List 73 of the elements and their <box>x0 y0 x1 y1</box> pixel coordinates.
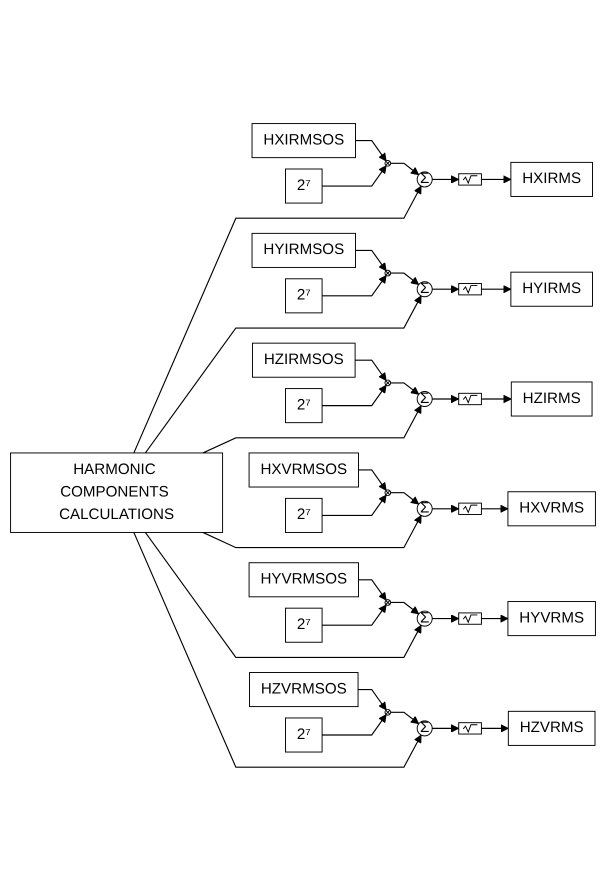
arrow <box>432 614 459 622</box>
register-box: HZVRMS <box>507 710 595 746</box>
summing-circle: Σ <box>416 280 432 297</box>
arrow <box>202 514 421 548</box>
register-box: HYIRMSOS <box>251 232 356 268</box>
register-box: HXVRMSOS <box>248 452 358 488</box>
arrow <box>480 504 508 513</box>
arrow <box>390 711 419 724</box>
arrow <box>390 272 419 285</box>
register-box: HXIRMSOS <box>251 122 356 158</box>
arrow <box>390 162 419 175</box>
multiplier-circle <box>384 160 391 166</box>
register-box: HYVRMS <box>506 600 596 636</box>
register-box: HZIRMS <box>510 381 592 416</box>
register-box: 2⁷ <box>284 607 322 642</box>
register-box: HZIRMSOS <box>251 342 356 378</box>
arrow <box>354 359 386 381</box>
arrow <box>432 174 459 184</box>
arrow <box>358 469 386 490</box>
summing-circle: Σ <box>416 390 432 407</box>
arrow <box>390 602 419 614</box>
square-root-block <box>458 612 482 624</box>
arrow <box>480 724 508 732</box>
arrow <box>322 714 386 736</box>
arrow <box>322 384 386 406</box>
square-root-block <box>458 172 482 186</box>
arrow <box>480 284 511 293</box>
register-box: HYVRMSOS <box>248 562 358 597</box>
arrow <box>322 274 386 296</box>
register-box: HZVRMSOS <box>248 672 358 707</box>
arrow <box>358 578 386 600</box>
register-box: 2⁷ <box>284 717 322 752</box>
register-box: HXVRMS <box>506 490 596 526</box>
register-box: HYIRMS <box>510 271 592 306</box>
register-box: 2⁷ <box>284 278 322 313</box>
arrow <box>432 394 459 403</box>
arrow <box>480 174 511 184</box>
arrow <box>358 688 386 710</box>
arrow <box>322 494 386 516</box>
arrow <box>322 164 386 186</box>
multiplier-circle <box>384 489 391 496</box>
arrow <box>432 724 459 732</box>
arrow <box>480 614 508 622</box>
summing-circle: Σ <box>416 719 432 736</box>
register-box: 2⁷ <box>284 388 322 423</box>
arrow <box>390 382 419 394</box>
arrow <box>144 295 421 453</box>
register-box: 2⁷ <box>284 168 322 204</box>
arrow <box>390 492 419 504</box>
summing-circle: Σ <box>416 610 432 626</box>
arrow <box>132 532 421 768</box>
arrow <box>202 404 421 454</box>
multiplier-circle <box>384 598 391 606</box>
arrow <box>322 604 386 626</box>
multiplier-circle <box>384 379 391 386</box>
square-root-block <box>458 282 482 295</box>
register-box: 2⁷ <box>284 498 322 533</box>
arrow <box>432 284 459 293</box>
square-root-block <box>458 722 482 734</box>
arrow <box>132 185 421 453</box>
arrow <box>144 532 421 658</box>
arrow <box>432 504 459 513</box>
calculation-block: HARMONIC COMPONENTS CALCULATIONS <box>10 452 223 533</box>
arrow <box>355 249 386 271</box>
multiplier-circle <box>384 269 391 276</box>
arrow <box>355 140 386 161</box>
summing-circle: Σ <box>416 170 432 188</box>
square-root-block <box>458 392 482 405</box>
square-root-block <box>458 502 482 515</box>
summing-circle: Σ <box>416 500 432 516</box>
multiplier-circle <box>384 708 391 716</box>
register-box: HXIRMS <box>510 162 592 197</box>
arrow <box>480 394 512 403</box>
